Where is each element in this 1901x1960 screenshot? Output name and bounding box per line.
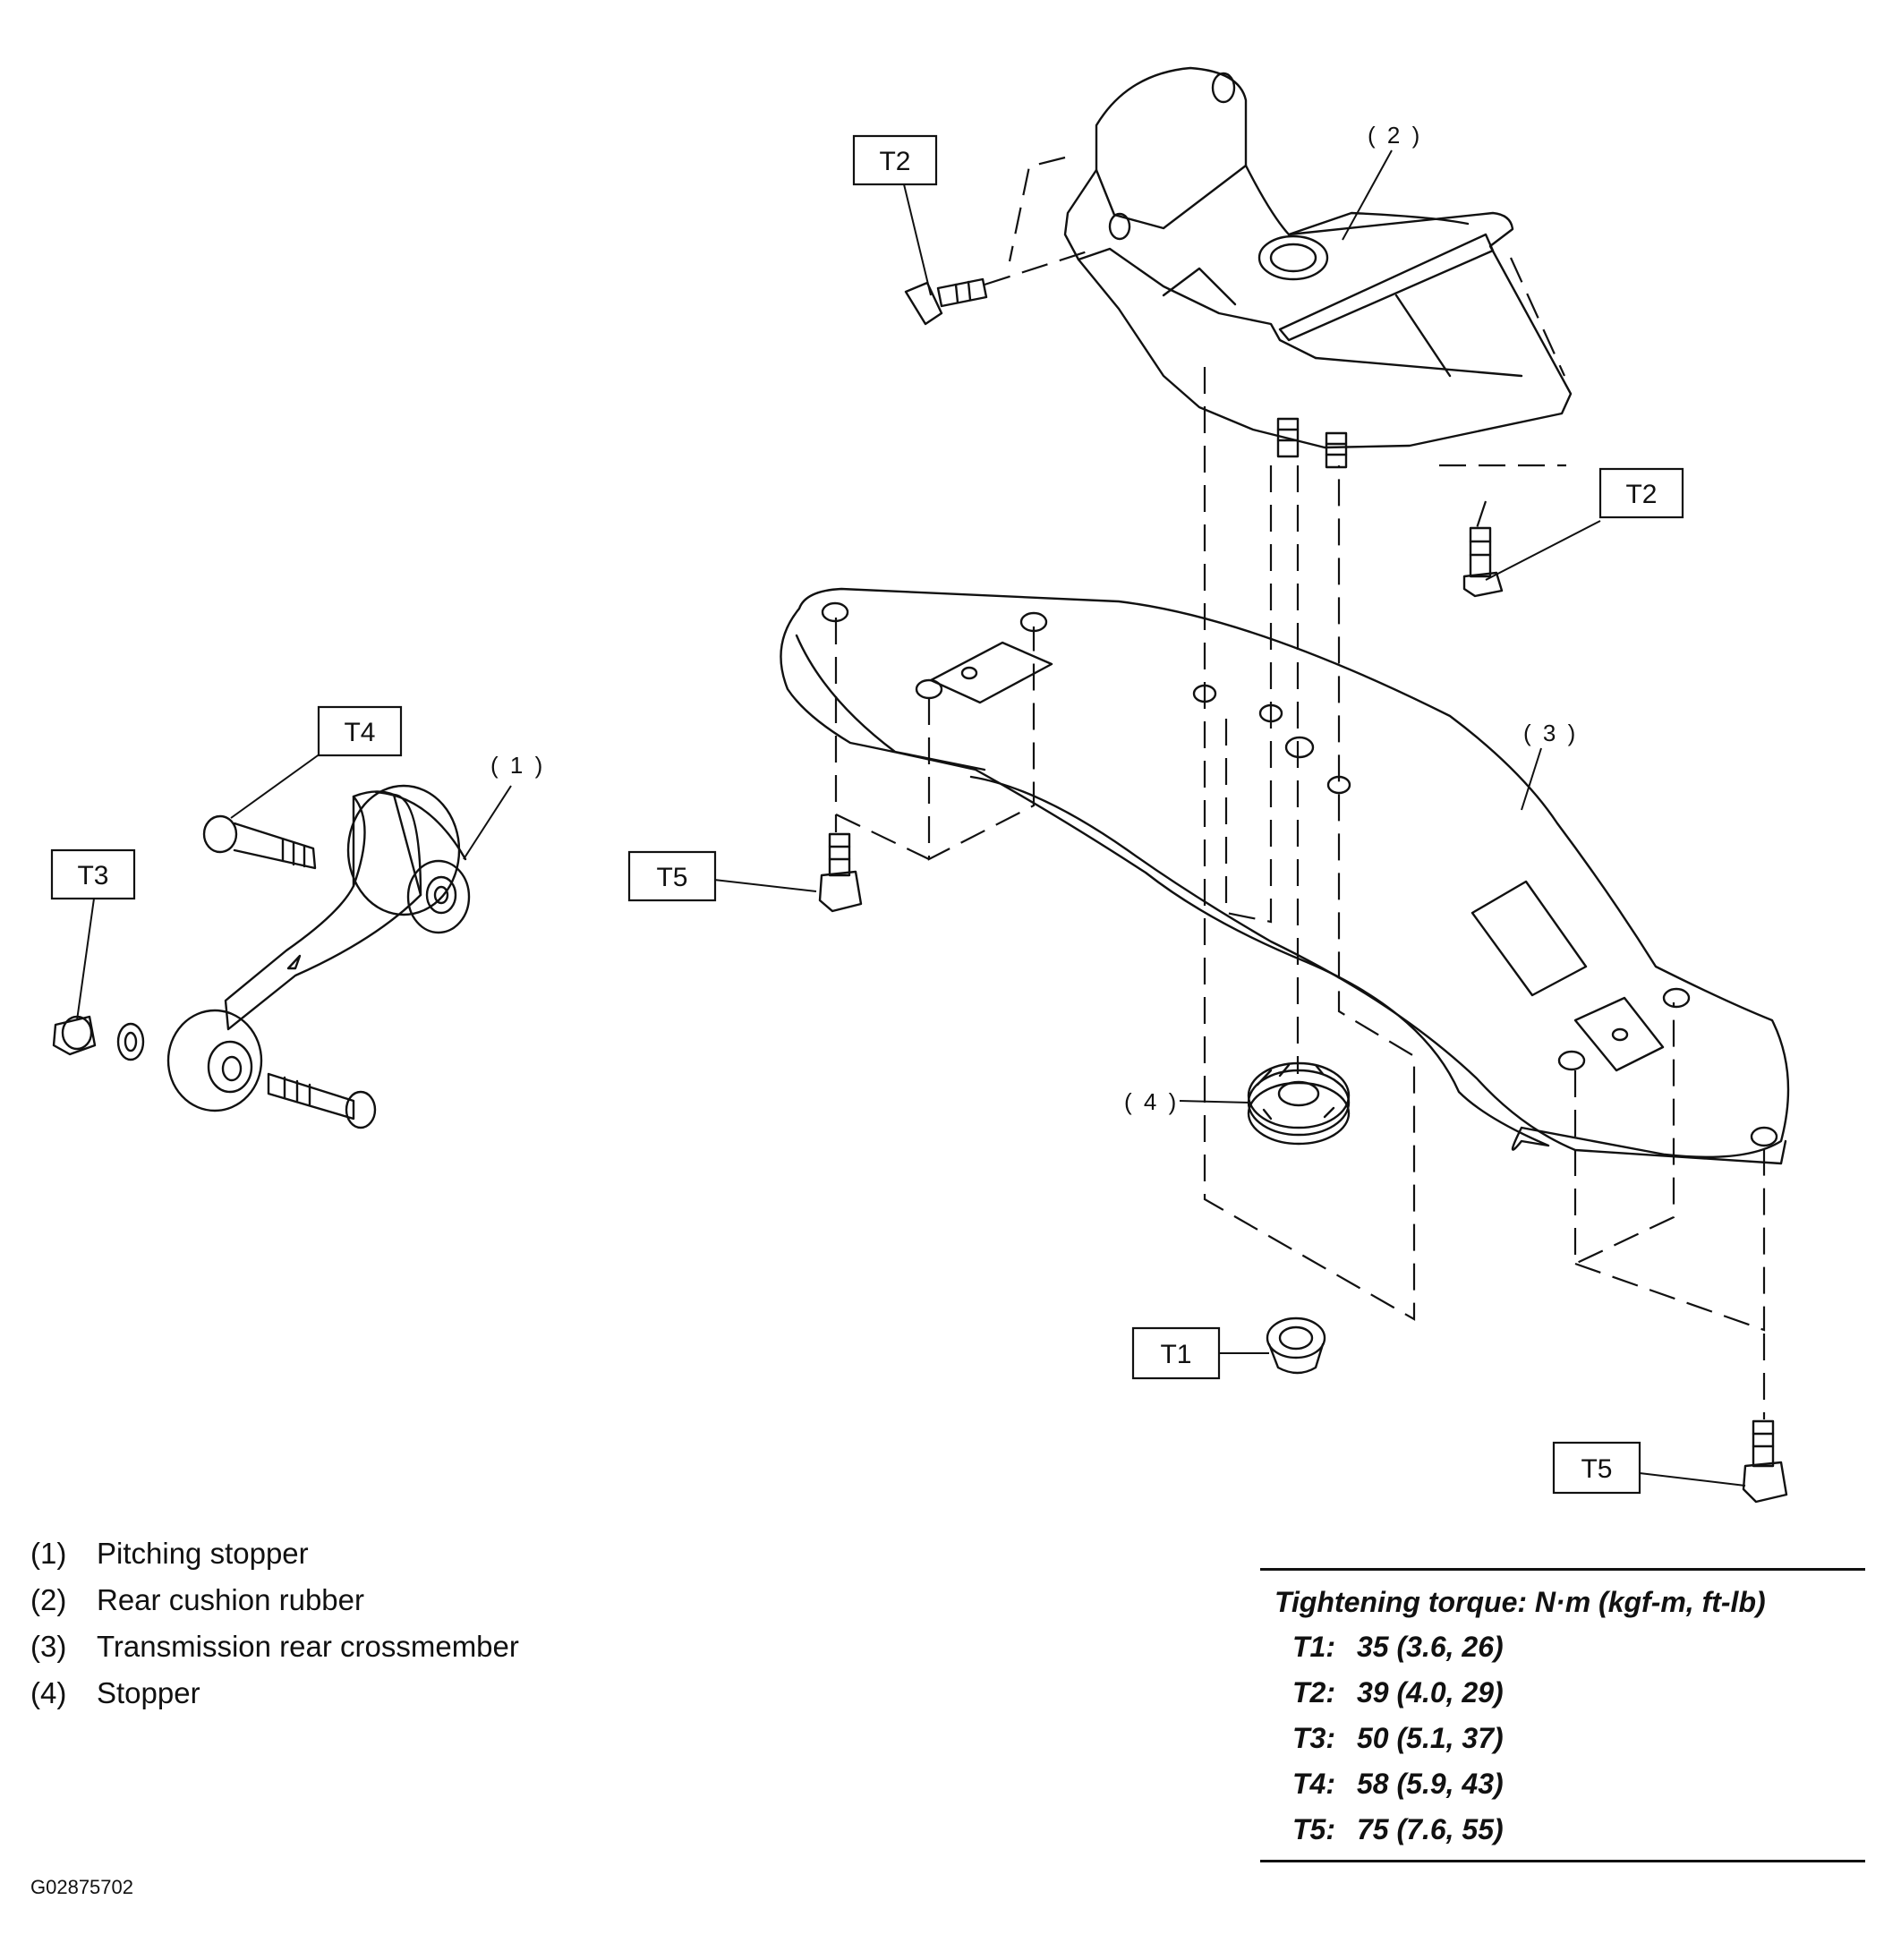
torque-value: 58 (5.9, 43): [1357, 1768, 1504, 1800]
t1-nut: [1266, 1317, 1326, 1375]
torque-code: T5:: [1292, 1813, 1335, 1845]
torque-value: 50 (5.1, 37): [1357, 1722, 1504, 1754]
pitching-stopper: [52, 784, 471, 1129]
parts-legend: (1) Pitching stopper (2) Rear cushion ru…: [30, 1530, 519, 1717]
torque-code: T3:: [1292, 1722, 1335, 1754]
transmission-crossmember: [780, 587, 1790, 1165]
tag-t4-label: T4: [344, 718, 375, 747]
tag-t5-left-label: T5: [656, 863, 687, 892]
callout-part-4: ( 4 ): [1124, 1088, 1179, 1115]
torque-row: T3: 50 (5.1, 37): [1260, 1716, 1865, 1761]
tag-t1-label: T1: [1160, 1340, 1191, 1369]
t5-bolt-right: [1742, 1419, 1788, 1504]
legend-item-number: (2): [30, 1583, 67, 1616]
tag-t5-right-label: T5: [1581, 1454, 1612, 1484]
legend-item-name: Stopper: [97, 1676, 200, 1709]
tag-t2-right-label: T2: [1625, 480, 1657, 509]
torque-code: T4:: [1292, 1768, 1335, 1800]
leader-lines: [76, 149, 1746, 1487]
tag-t5-left: T5: [627, 850, 717, 902]
torque-row: T2: 39 (4.0, 29): [1260, 1670, 1865, 1716]
legend-item: (4) Stopper: [30, 1670, 519, 1717]
t2-bolt-left: [904, 277, 988, 326]
legend-item-name: Rear cushion rubber: [97, 1583, 364, 1616]
torque-row: T1: 35 (3.6, 26): [1260, 1624, 1865, 1670]
torque-value: 75 (7.6, 55): [1357, 1813, 1504, 1845]
callout-part-3: ( 3 ): [1523, 720, 1578, 746]
torque-row: T4: 58 (5.9, 43): [1260, 1761, 1865, 1807]
torque-code: T2:: [1292, 1676, 1335, 1709]
torque-value: 39 (4.0, 29): [1357, 1676, 1504, 1709]
figure-id: G02875702: [30, 1876, 133, 1898]
legend-item-number: (3): [30, 1630, 67, 1663]
tag-t2-left: T2: [852, 134, 938, 186]
assembly-guide-lines: [834, 156, 1766, 1419]
legend-item-name: Transmission rear crossmember: [97, 1630, 519, 1663]
legend-item-name: Pitching stopper: [97, 1537, 309, 1570]
tag-t5-right: T5: [1552, 1441, 1641, 1495]
t2-bolt-right: [1462, 526, 1504, 598]
torque-table: Tightening torque: N·m (kgf-m, ft-lb) T1…: [1260, 1568, 1865, 1862]
legend-item: (1) Pitching stopper: [30, 1530, 519, 1577]
torque-row: T5: 75 (7.6, 55): [1260, 1807, 1865, 1853]
callout-part-2: ( 2 ): [1368, 122, 1422, 149]
tag-t1: T1: [1131, 1326, 1221, 1380]
legend-item-number: (4): [30, 1676, 67, 1709]
torque-code: T1:: [1292, 1631, 1335, 1663]
tag-t2-right: T2: [1598, 467, 1684, 519]
rear-cushion-rubber: [1063, 66, 1573, 469]
legend-item: (3) Transmission rear crossmember: [30, 1623, 519, 1670]
t5-bolt-left: [818, 832, 863, 913]
callout-part-1: ( 1 ): [490, 752, 545, 779]
stopper: [1247, 1061, 1351, 1146]
tag-t3: T3: [50, 848, 136, 900]
torque-table-title: Tightening torque: N·m (kgf-m, ft-lb): [1274, 1586, 1766, 1618]
legend-item-number: (1): [30, 1537, 67, 1570]
tag-t2-left-label: T2: [879, 147, 910, 176]
legend-item: (2) Rear cushion rubber: [30, 1577, 519, 1623]
torque-value: 35 (3.6, 26): [1357, 1631, 1504, 1663]
tag-t3-label: T3: [77, 861, 108, 891]
tag-t4: T4: [317, 705, 403, 757]
